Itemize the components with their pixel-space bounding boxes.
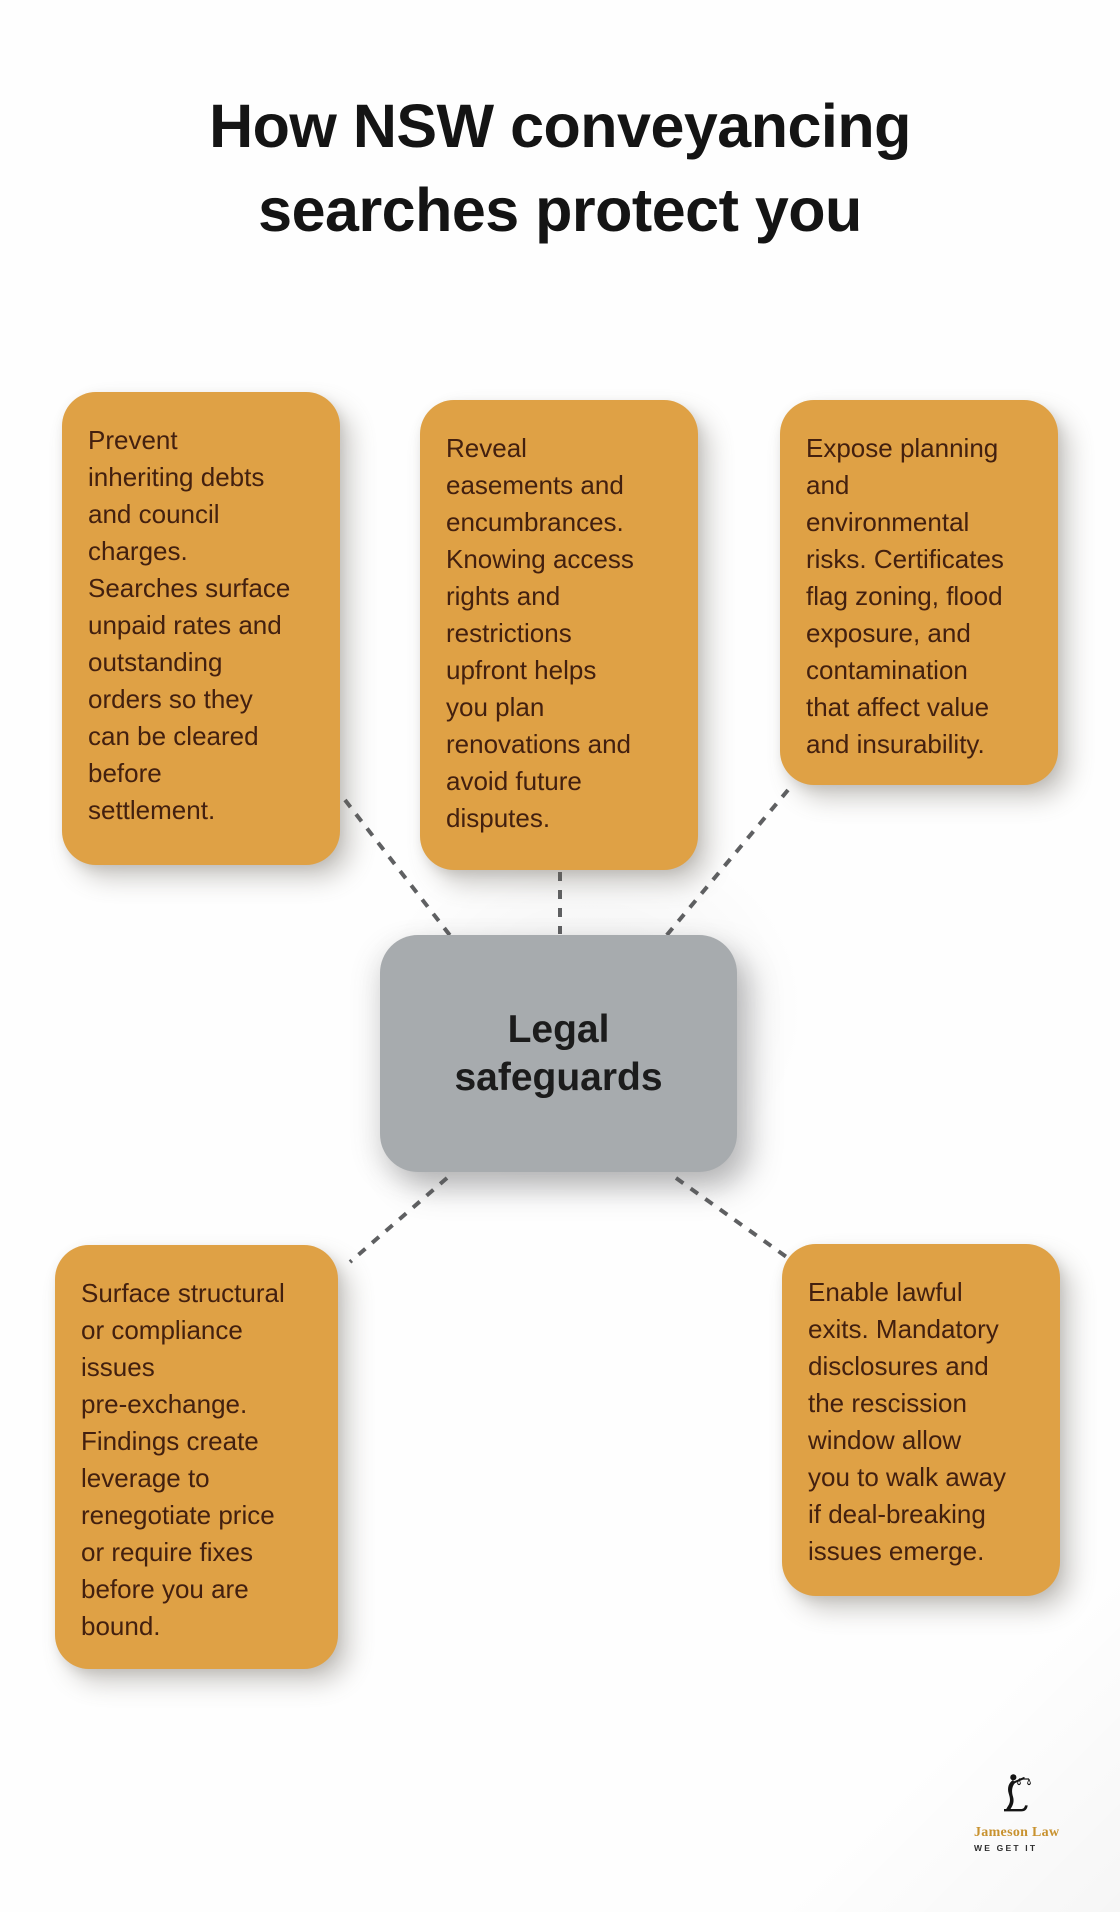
card-council-debts-text: Prevent inheriting debts and council cha… — [88, 425, 291, 825]
connector-bottom-left — [348, 1176, 449, 1264]
card-planning-risks-text: Expose planning and environmental risks.… — [806, 433, 1004, 759]
card-lawful-exits-text: Enable lawful exits. Mandatory disclosur… — [808, 1277, 1006, 1566]
connector-bottom-right — [674, 1176, 790, 1260]
card-easements-text: Reveal easements and encumbrances. Knowi… — [446, 433, 634, 833]
card-structural-issues: Surface structural or compliance issues … — [55, 1245, 338, 1669]
logo-tagline: WE GET IT — [974, 1843, 1038, 1853]
card-easements: Reveal easements and encumbrances. Knowi… — [420, 400, 698, 870]
center-node-legal-safeguards: Legal safeguards — [380, 935, 737, 1172]
logo-name: Jameson Law — [974, 1825, 1060, 1840]
card-lawful-exits: Enable lawful exits. Mandatory disclosur… — [782, 1244, 1060, 1596]
connector-top-left — [343, 798, 454, 940]
connector-top-right — [664, 788, 790, 938]
card-planning-risks: Expose planning and environmental risks.… — [780, 400, 1058, 785]
jameson-law-logo: Jameson Law WE GET IT — [974, 1766, 1094, 1853]
lady-justice-scales-icon — [1004, 1774, 1032, 1812]
page-title: How NSW conveyancing searches protect yo… — [209, 92, 911, 245]
center-node-label: Legal safeguards — [454, 1007, 663, 1099]
card-structural-issues-text: Surface structural or compliance issues … — [81, 1278, 285, 1641]
card-council-debts: Prevent inheriting debts and council cha… — [62, 392, 340, 865]
